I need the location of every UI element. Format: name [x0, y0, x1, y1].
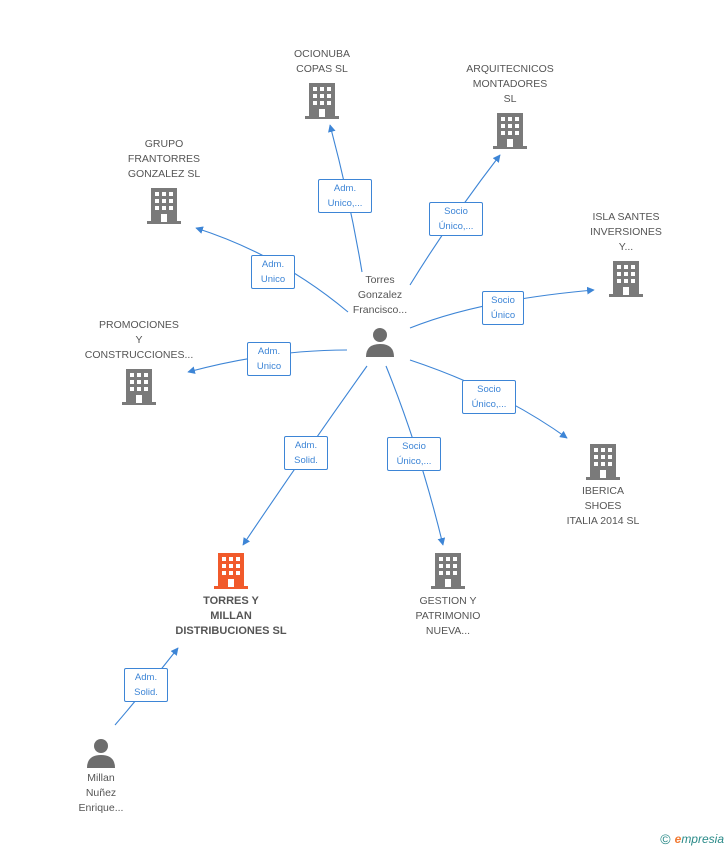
copyright-icon: © [660, 831, 671, 847]
building-icon [609, 261, 643, 297]
company-node-ocionuba[interactable]: OCIONUBA COPAS SL [262, 47, 382, 119]
edge-label-arquitecnicos[interactable]: Socio Único,... [429, 202, 483, 236]
person-node-millan-nunez[interactable]: Millan Nuñez Enrique... [51, 738, 151, 816]
building-icon [147, 188, 181, 224]
company-name[interactable]: GESTION Y PATRIMONIO NUEVA... [415, 595, 481, 637]
brand-logo: empresia [674, 832, 724, 846]
edge-label-promociones[interactable]: Adm. Unico [247, 342, 291, 376]
edge-label-iberica[interactable]: Socio Único,... [462, 380, 516, 414]
edge-label-isla[interactable]: Socio Único [482, 291, 524, 325]
building-icon [431, 553, 465, 589]
company-node-isla-santes[interactable]: ISLA SANTES INVERSIONES Y... [566, 210, 686, 297]
company-name[interactable]: ARQUITECNICOS MONTADORES SL [466, 63, 554, 105]
company-node-torres-y-millan[interactable]: TORRES Y MILLAN DISTRIBUCIONES SL [161, 553, 301, 639]
building-icon [305, 83, 339, 119]
edge-label-ocionuba[interactable]: Adm. Unico,... [318, 179, 372, 213]
building-icon [214, 553, 248, 589]
edge-label-grupo[interactable]: Adm. Unico [251, 255, 295, 289]
person-node-torres-gonzalez[interactable]: Torres Gonzalez Francisco... [320, 273, 440, 357]
person-name[interactable]: Millan Nuñez Enrique... [78, 772, 124, 814]
company-name[interactable]: TORRES Y MILLAN DISTRIBUCIONES SL [175, 595, 287, 637]
person-name[interactable]: Torres Gonzalez Francisco... [352, 274, 408, 316]
company-name[interactable]: IBERICA SHOES ITALIA 2014 SL [566, 485, 640, 527]
company-node-grupo-frantorres[interactable]: GRUPO FRANTORRES GONZALEZ SL [104, 137, 224, 224]
company-node-gestion-patrimonio[interactable]: GESTION Y PATRIMONIO NUEVA... [388, 553, 508, 639]
company-name[interactable]: PROMOCIONES Y CONSTRUCCIONES... [84, 319, 194, 361]
building-icon [586, 444, 620, 480]
edge-label-millan[interactable]: Adm. Solid. [124, 668, 168, 702]
company-node-iberica-shoes[interactable]: IBERICA SHOES ITALIA 2014 SL [543, 444, 663, 529]
person-icon [87, 739, 115, 768]
building-icon [493, 113, 527, 149]
person-icon [366, 328, 394, 357]
building-icon [122, 369, 156, 405]
company-name[interactable]: OCIONUBA COPAS SL [293, 48, 350, 75]
company-node-arquitecnicos[interactable]: ARQUITECNICOS MONTADORES SL [450, 62, 570, 149]
company-node-promociones[interactable]: PROMOCIONES Y CONSTRUCCIONES... [74, 318, 204, 405]
company-name[interactable]: GRUPO FRANTORRES GONZALEZ SL [127, 138, 201, 180]
footer-brand: © empresia [660, 831, 724, 847]
edge-label-torres-millan[interactable]: Adm. Solid. [284, 436, 328, 470]
edge-label-gestion[interactable]: Socio Único,... [387, 437, 441, 471]
company-name[interactable]: ISLA SANTES INVERSIONES Y... [590, 211, 662, 253]
